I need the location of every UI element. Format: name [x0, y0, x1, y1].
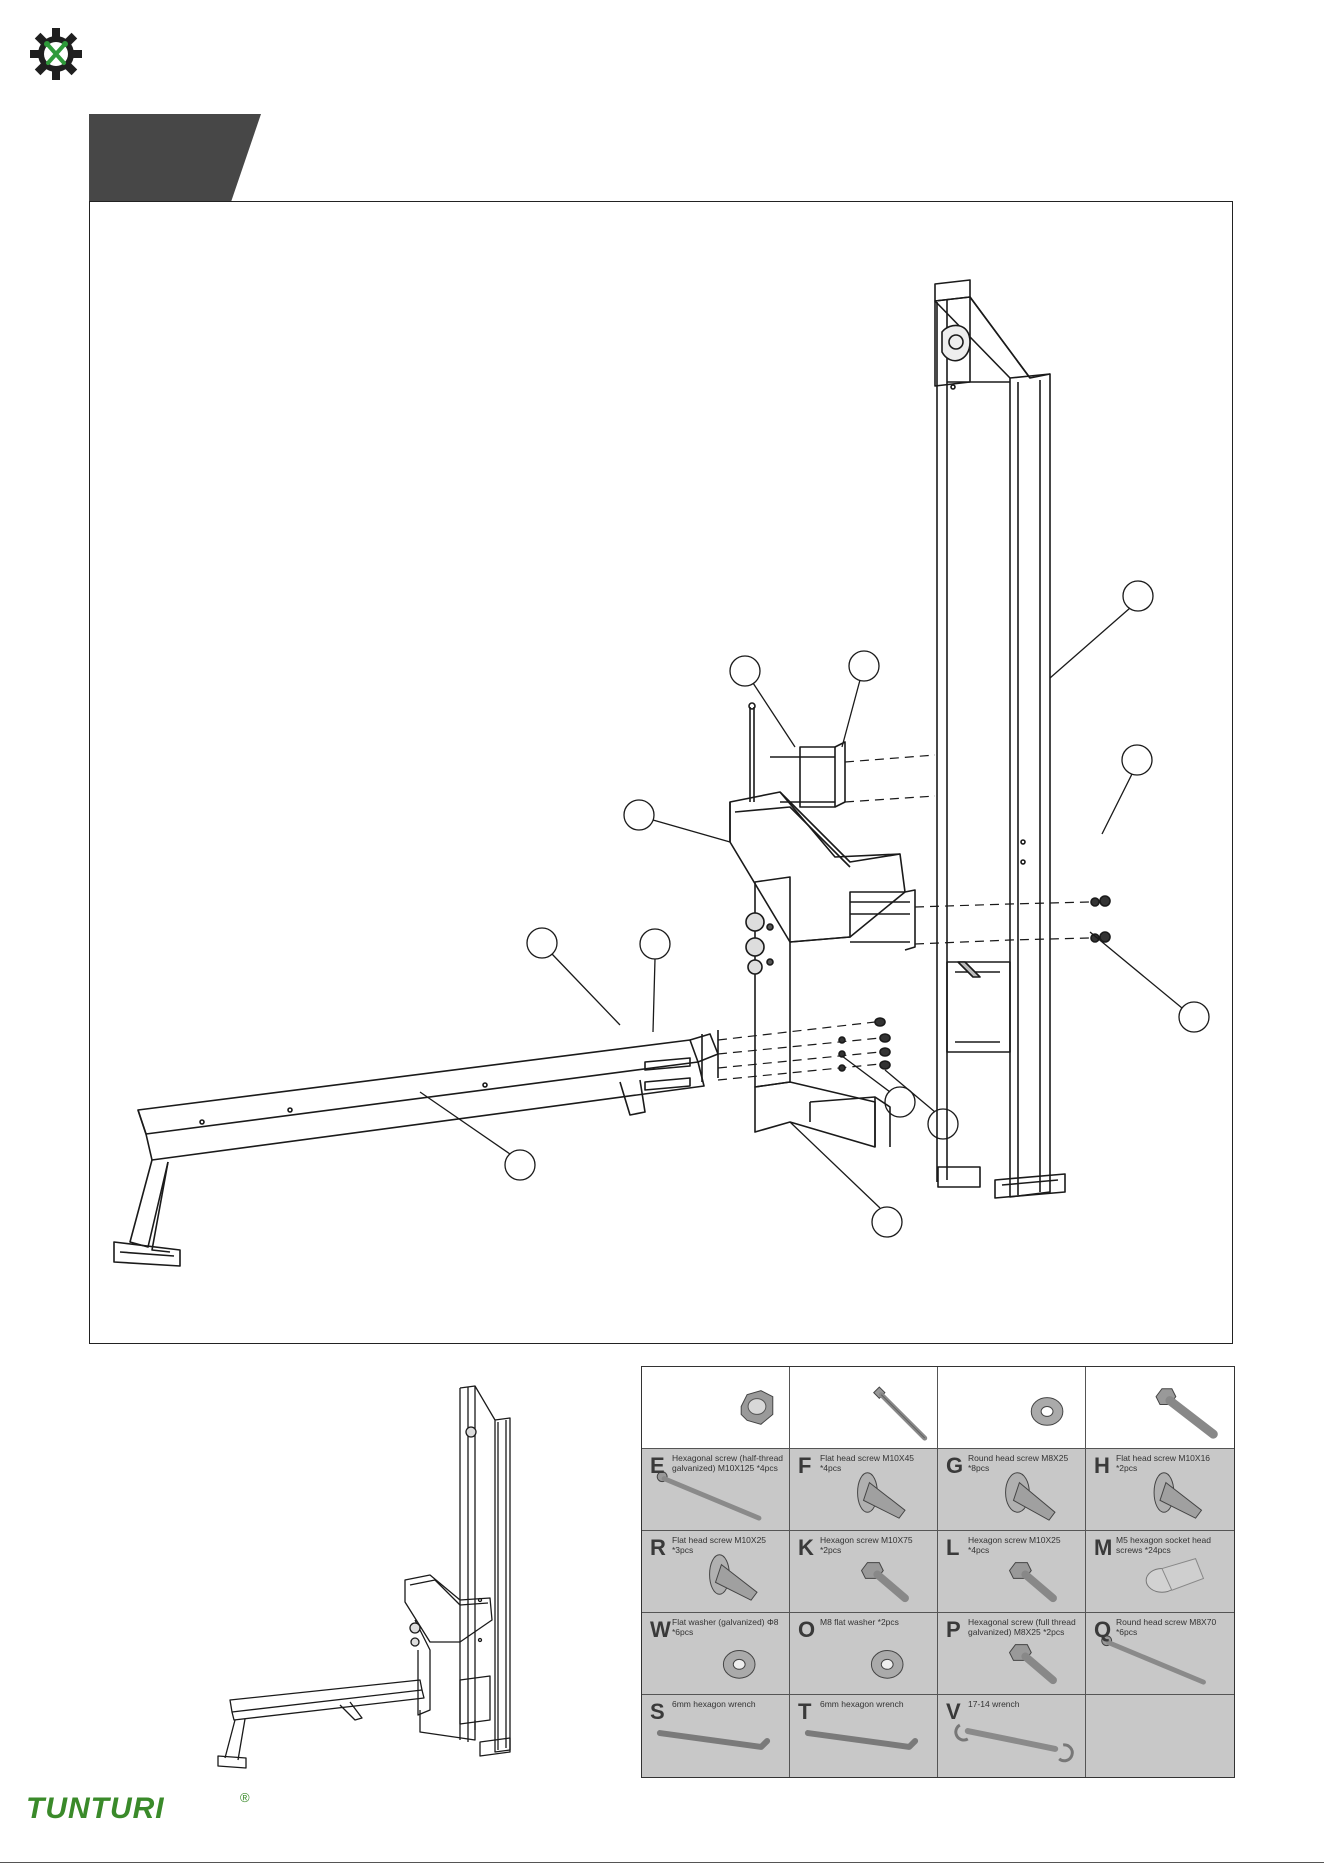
part-description: Hexagonal screw (full thread galvanized)…	[968, 1617, 1076, 1637]
parts-cell: L Hexagon screw M10X25 *4pcs	[938, 1531, 1086, 1613]
assembly-drawing	[89, 201, 1233, 1344]
parts-cell	[1086, 1695, 1234, 1777]
part-description: Hexagon screw M10X25 *4pcs	[968, 1535, 1061, 1555]
hex-bolt-icon	[1155, 1388, 1218, 1439]
part-letter: R	[650, 1535, 666, 1560]
parts-cell: R Flat head screw M10X25 *3pcs	[642, 1531, 790, 1613]
hex-key-icon	[804, 1730, 919, 1750]
hex-nut-icon	[740, 1390, 774, 1425]
part-description: M8 flat washer *2pcs	[820, 1617, 899, 1627]
footer-divider	[0, 1862, 1324, 1863]
parts-cell	[642, 1367, 790, 1449]
brand-registered-mark: ®	[240, 1790, 250, 1805]
part-letter: O	[798, 1617, 816, 1642]
hardware-parts-table: E Hexagonal screw (half-thread galvanized…	[641, 1366, 1235, 1778]
flat-washer-icon	[1030, 1397, 1064, 1426]
part-description: 17-14 wrench	[968, 1699, 1020, 1709]
parts-cell: H Flat head screw M10X16 *2pcs	[1086, 1449, 1234, 1531]
parts-cell: P Hexagonal screw (full thread galvanized…	[938, 1613, 1086, 1695]
part-letter: S	[650, 1699, 665, 1724]
brand-logo: TUNTURI	[26, 1792, 165, 1825]
parts-cell: S 6mm hexagon wrench	[642, 1695, 790, 1777]
hex-bolt-icon	[860, 1562, 909, 1603]
part-description: Round head screw M8X25 *8pcs	[968, 1453, 1069, 1473]
part-description: Flat head screw M10X25 *3pcs	[672, 1535, 767, 1555]
parts-cell: E Hexagonal screw (half-thread galvanized…	[642, 1449, 790, 1531]
parts-cell	[790, 1367, 938, 1449]
part-letter: H	[1094, 1453, 1110, 1478]
part-letter: Q	[1094, 1617, 1112, 1642]
socket-head-screw-icon	[1145, 1558, 1205, 1593]
parts-cell: V 17-14 wrench	[938, 1695, 1086, 1777]
parts-cell: T 6mm hexagon wrench	[790, 1695, 938, 1777]
part-letter: M	[1094, 1535, 1113, 1560]
parts-cell: F Flat head screw M10X45 *4pcs	[790, 1449, 938, 1531]
part-description: Flat head screw M10X45 *4pcs	[820, 1453, 915, 1473]
hex-bolt-icon	[1008, 1562, 1057, 1603]
part-letter: W	[650, 1617, 671, 1642]
open-wrench-icon	[954, 1723, 1074, 1763]
part-description: Hexagonal screw (half-thread galvanized)…	[672, 1453, 784, 1473]
gear-wrench-logo-icon	[30, 28, 82, 80]
part-letter: G	[946, 1453, 964, 1478]
part-letter: K	[798, 1535, 814, 1560]
exploded-assembly-illustration	[113, 279, 1210, 1267]
flat-head-screw-icon	[857, 1472, 906, 1519]
part-description: Flat head screw M10X16 *2pcs	[1116, 1453, 1211, 1473]
pulley-post	[745, 876, 891, 1148]
flat-head-screw-icon	[709, 1554, 758, 1601]
parts-cell	[1086, 1367, 1234, 1449]
parts-cell: O M8 flat washer *2pcs	[790, 1613, 938, 1695]
part-letter: E	[650, 1453, 665, 1478]
part-letter: V	[946, 1699, 961, 1724]
upper-frame	[729, 702, 916, 951]
part-description: M5 hexagon socket head screws *24pcs	[1116, 1535, 1211, 1555]
part-description: 6mm hexagon wrench	[820, 1699, 904, 1709]
part-letter: T	[798, 1699, 812, 1724]
long-bolt-icon	[873, 1386, 928, 1441]
flat-washer-icon	[722, 1650, 756, 1679]
part-description: 6mm hexagon wrench	[672, 1699, 756, 1709]
hex-bolt-icon	[1008, 1644, 1057, 1685]
hex-key-icon	[656, 1730, 771, 1750]
part-letter: L	[946, 1535, 960, 1560]
part-letter: F	[798, 1453, 812, 1478]
round-head-screw-icon	[1005, 1472, 1056, 1521]
part-description: Round head screw M8X70 *6pcs	[1116, 1617, 1217, 1637]
part-description: Flat washer (galvanized) Φ8 *6pcs	[672, 1617, 779, 1637]
flat-head-screw-icon	[1153, 1472, 1203, 1519]
parts-cell	[938, 1367, 1086, 1449]
long-bolt-icon	[656, 1471, 762, 1521]
upright-frame	[934, 279, 1066, 1199]
part-description: Hexagon screw M10X75 *2pcs	[820, 1535, 913, 1555]
long-bolt-icon	[1101, 1635, 1206, 1685]
parts-cell: K Hexagon screw M10X75 *2pcs	[790, 1531, 938, 1613]
flat-washer-icon	[870, 1650, 904, 1679]
bench-rail	[113, 1030, 719, 1267]
assembled-preview-illustration	[217, 1385, 511, 1769]
step-tab	[89, 114, 261, 202]
part-letter: P	[946, 1617, 961, 1642]
